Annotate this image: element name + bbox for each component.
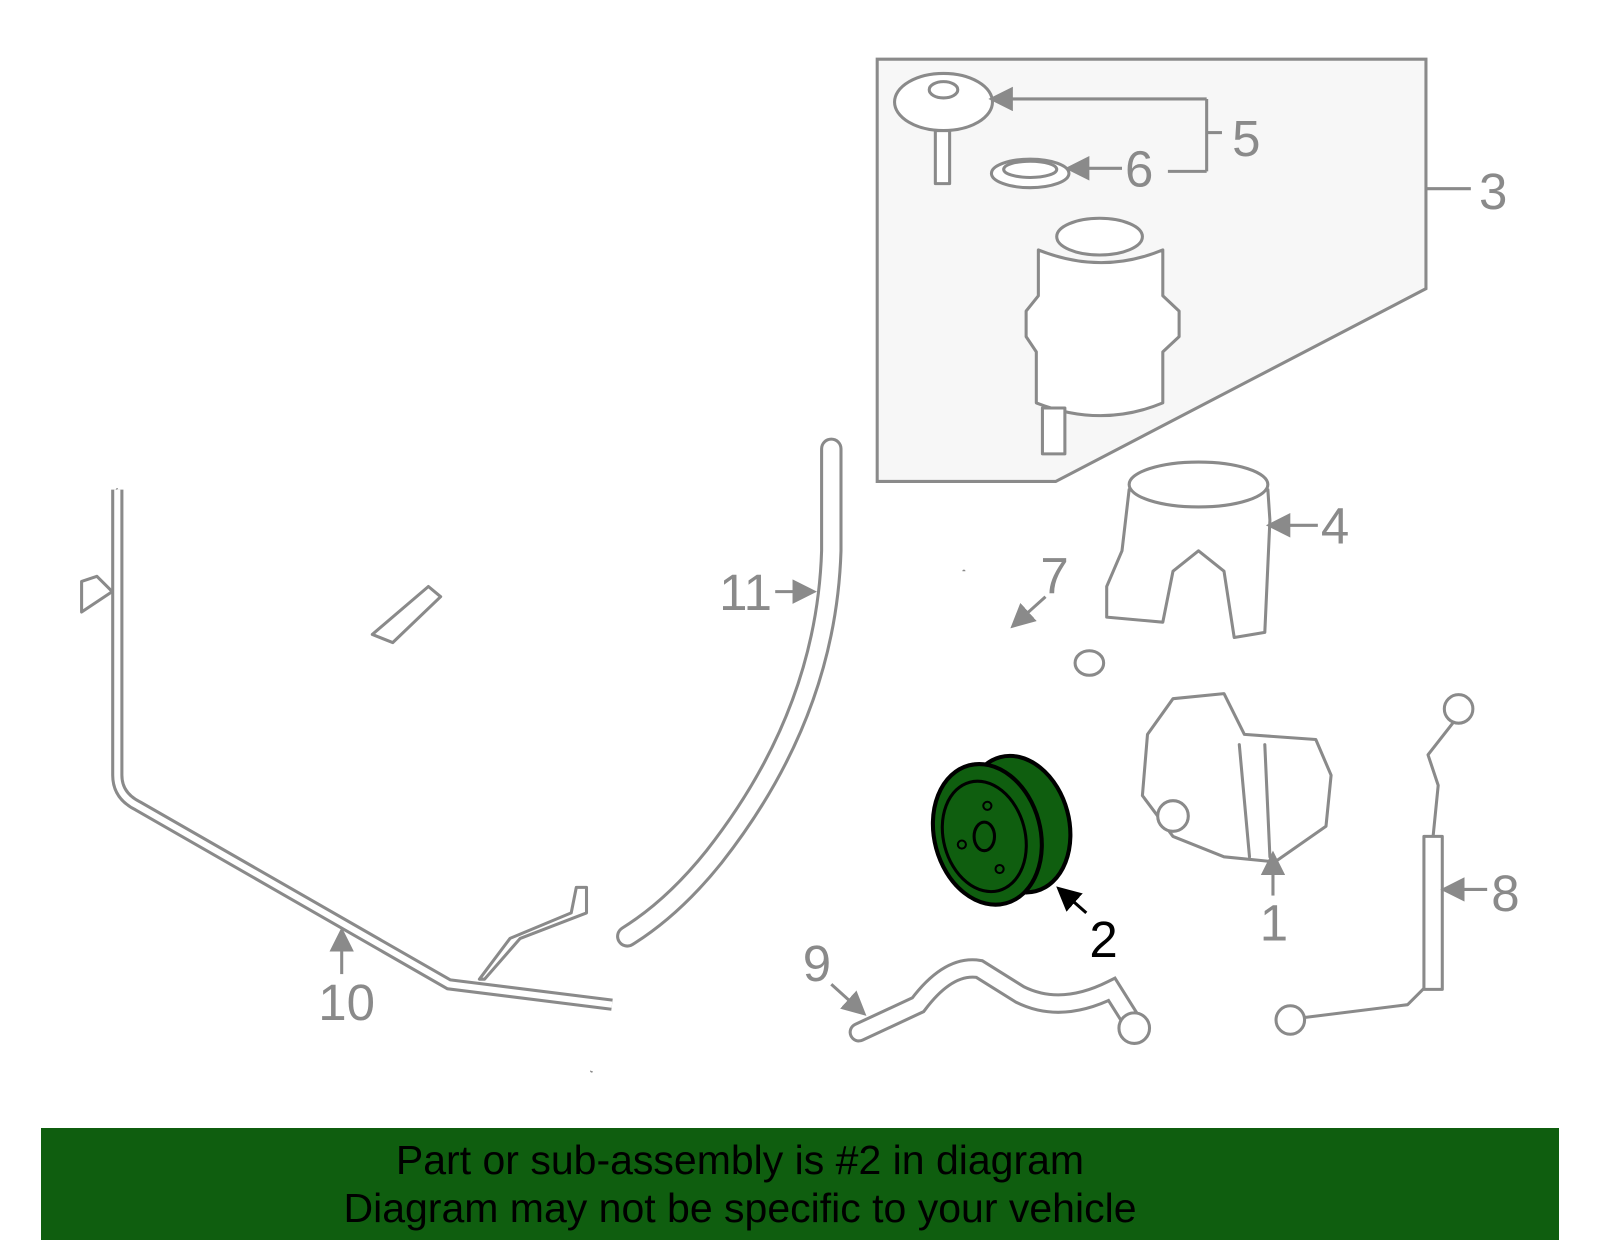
hose-9[interactable] [848,958,1152,1045]
hose-7[interactable] [958,569,1106,677]
callout-3: 3 [1479,163,1507,220]
oil-cooler[interactable] [80,486,616,1073]
callout-6: 6 [1125,141,1153,198]
callout-7: 7 [1040,548,1068,605]
cap-seal[interactable] [989,157,1071,190]
callout-11: 11 [719,564,772,621]
callout-4: 4 [1321,498,1349,555]
callout-5: 5 [1232,110,1260,167]
callout-9: 9 [803,935,831,992]
callout-1: 1 [1260,894,1288,951]
banner-line-1: Part or sub-assembly is #2 in diagram [395,1137,1085,1183]
info-banner: Part or sub-assembly is #2 in diagram Di… [41,1128,1559,1240]
reservoir-bracket[interactable] [1105,460,1272,640]
pressure-line-8[interactable] [1274,693,1475,1036]
callout-10: 10 [318,974,375,1031]
banner-line-2: Diagram may not be specific to your vehi… [343,1185,1137,1231]
pulley-highlighted[interactable] [918,744,1086,917]
reservoir[interactable] [1024,216,1181,456]
callout-8: 8 [1491,865,1519,922]
hose-11[interactable] [616,437,843,948]
power-steering-pump[interactable] [1140,692,1333,864]
callout-2: 2 [1089,911,1117,968]
